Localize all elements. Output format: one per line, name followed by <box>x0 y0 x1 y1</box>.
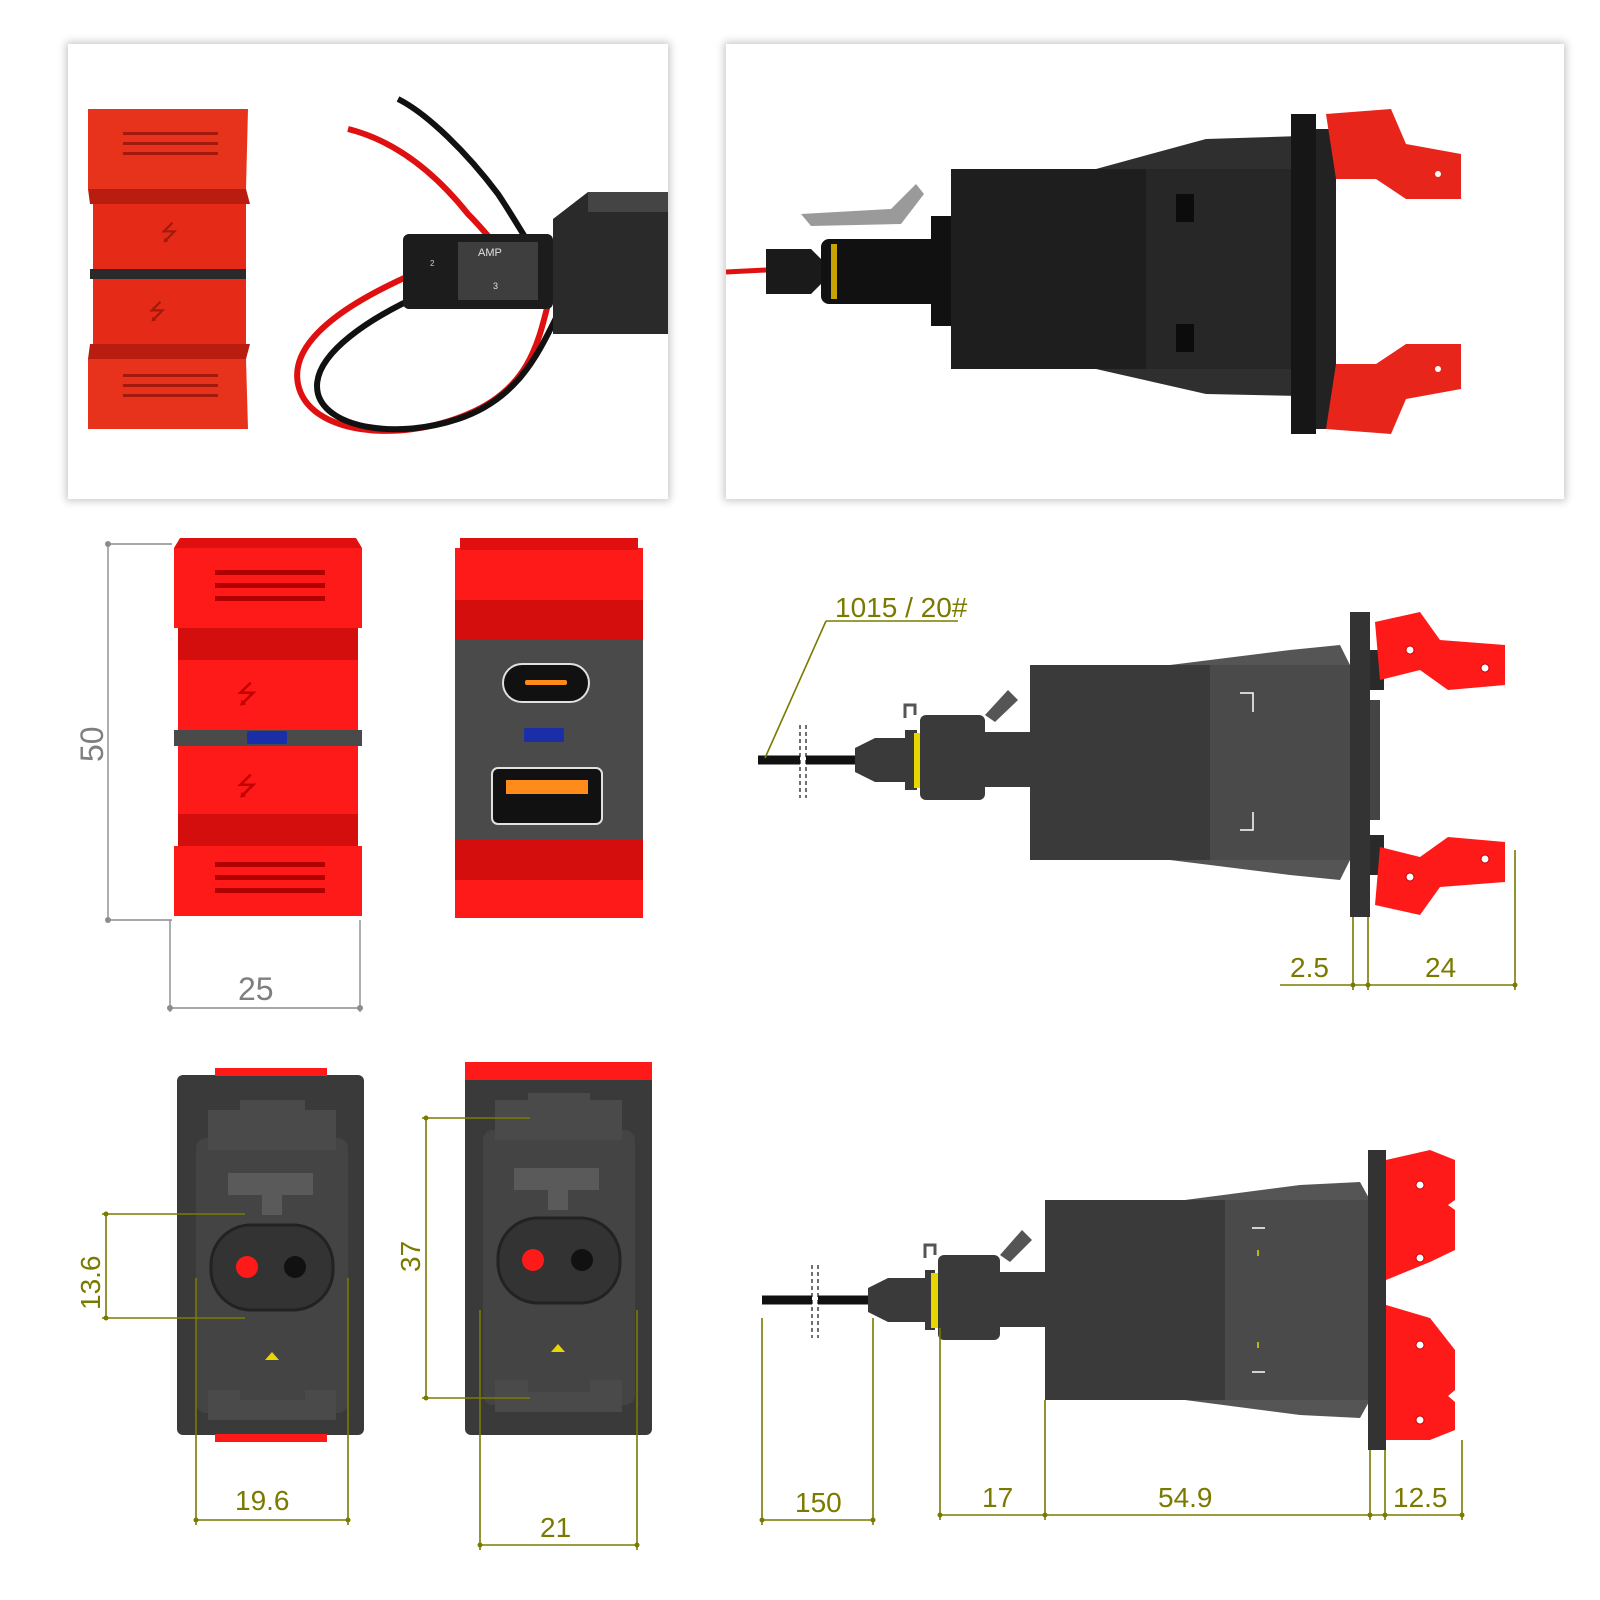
dim-height-label: 50 <box>74 726 110 762</box>
usb-symbol-icon-2: ⭍ <box>148 299 166 324</box>
dim-rocker-depth-label: 24 <box>1425 952 1456 983</box>
led-indicator-front <box>247 731 287 744</box>
dim-body-height: 37 <box>395 1115 530 1401</box>
rocker-tabs-side-2 <box>1386 1150 1455 1440</box>
front-view-rocker: ⭍ ⭍ <box>174 538 362 916</box>
dim-body-width-label: 21 <box>540 1512 571 1543</box>
amp-label: AMP <box>478 247 502 259</box>
dim-body-height-label: 37 <box>395 1241 426 1272</box>
photo-panel-front-and-wiring: ⭍ ⭍ AMP 3 2 <box>68 44 668 499</box>
dim-side-2-lengths: 150 17 54.9 12.5 <box>759 1318 1465 1525</box>
usb-symbol-top-icon: ⭍ <box>236 679 258 709</box>
rocker-gap <box>90 269 246 279</box>
dim-width-25: 25 <box>167 920 363 1012</box>
amp-connector: AMP 3 2 <box>403 234 553 309</box>
dim-pin-spacing-label: 13.6 <box>75 1256 106 1311</box>
dim-height-50: 50 <box>74 541 172 923</box>
rear-view-2 <box>465 1062 652 1435</box>
rocker-cap-bottom: ⭍ <box>88 279 250 429</box>
dim-body-width: 21 <box>477 1310 640 1550</box>
rocker-tabs-photo <box>1326 109 1461 434</box>
dim-body-length-label: 54.9 <box>1158 1482 1213 1513</box>
side-view-top <box>758 612 1384 917</box>
photo-panel-side-view <box>726 44 1564 499</box>
wire-spec-label: 1015 / 20# <box>835 592 968 623</box>
rocker-tabs-side-1 <box>1375 612 1505 915</box>
photo-side <box>726 109 1461 434</box>
front-view-usb-ports <box>455 538 643 918</box>
led-indicator-usb <box>524 728 564 742</box>
wire-red <box>726 267 767 275</box>
plug-photo <box>766 184 941 304</box>
usb-a-port-icon <box>491 767 603 825</box>
pin-3-label: 3 <box>493 281 498 291</box>
side-view-bottom <box>762 1150 1386 1450</box>
dim-plug-length-label: 17 <box>982 1482 1013 1513</box>
dim-side-1-depths: 2.5 24 <box>1280 850 1518 990</box>
dim-wire-length-label: 150 <box>795 1487 842 1518</box>
rocker-cap-top: ⭍ <box>88 109 250 269</box>
dim-wire-spec: 1015 / 20# <box>764 592 968 759</box>
dim-pin-spacing: 13.6 <box>75 1211 245 1321</box>
dim-front-depth-label: 12.5 <box>1393 1482 1448 1513</box>
photo-front-wiring: ⭍ ⭍ AMP 3 2 <box>88 96 668 434</box>
usb-symbol-icon: ⭍ <box>160 220 178 245</box>
dim-plug-width-label: 19.6 <box>235 1485 290 1516</box>
dim-plug-width: 19.6 <box>193 1278 351 1525</box>
pin-2-label: 2 <box>430 259 435 268</box>
switch-body-partial <box>553 192 668 334</box>
usb-symbol-bottom-icon: ⭍ <box>236 771 258 801</box>
dim-width-label: 25 <box>238 971 274 1007</box>
switch-body-photo <box>931 114 1336 434</box>
dim-panel-thickness-label: 2.5 <box>1290 952 1329 983</box>
rear-view-1 <box>177 1068 364 1442</box>
